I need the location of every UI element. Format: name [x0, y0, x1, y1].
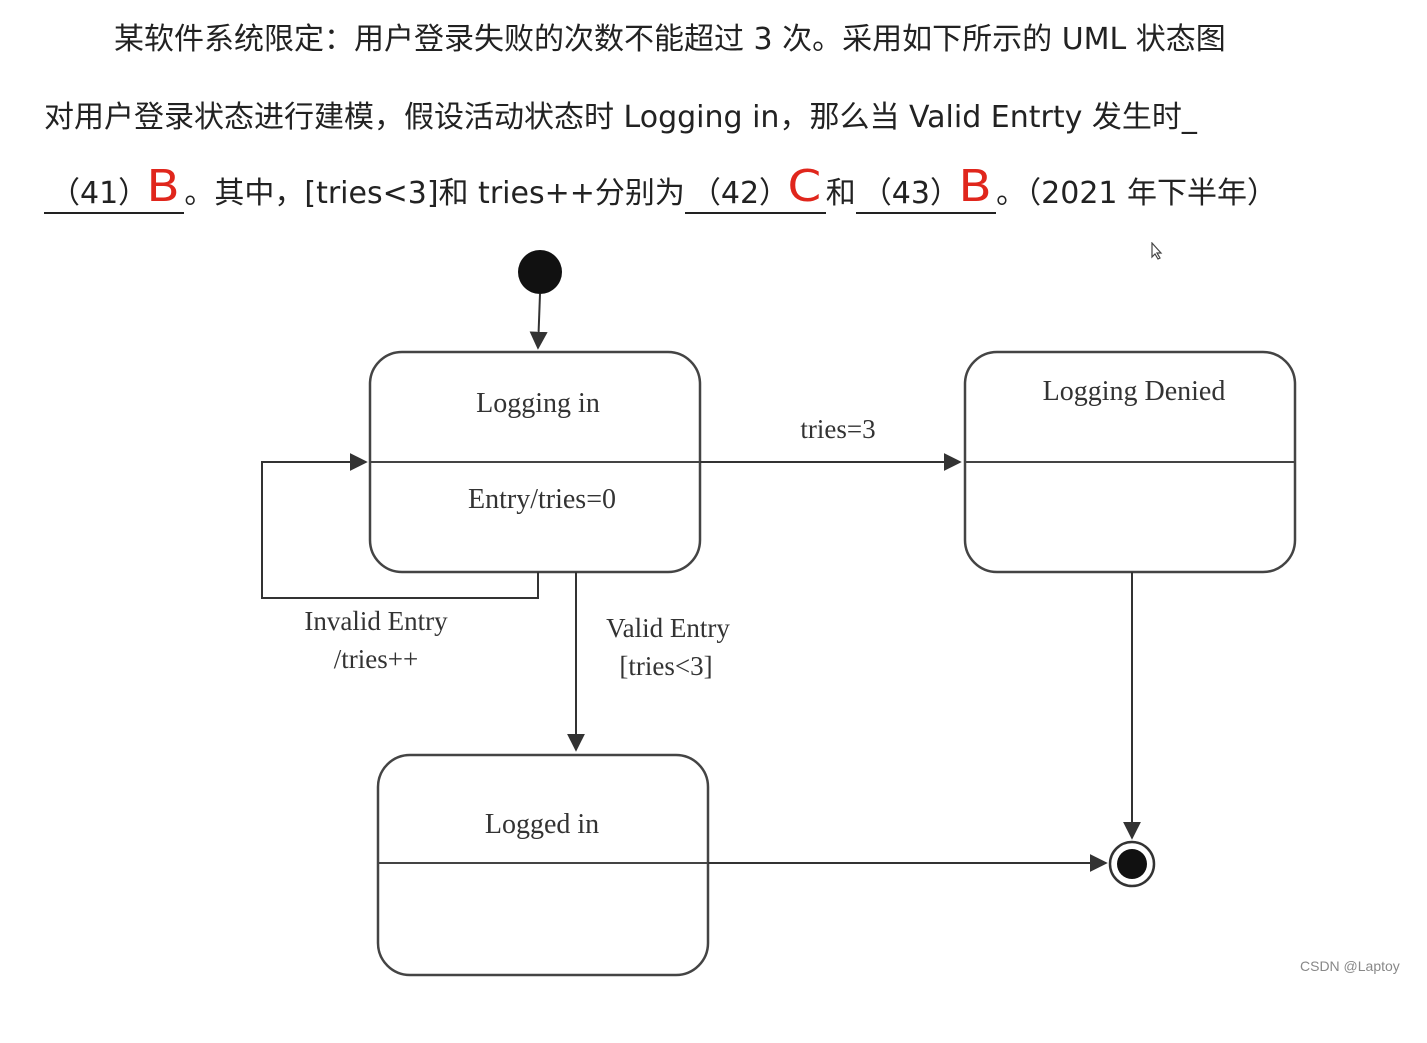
initial-transition: [529, 293, 548, 350]
state-logging-denied-label: Logging Denied: [1043, 376, 1226, 407]
question-line-3-mid: 。其中，[tries<3]和 tries++分别为: [184, 176, 685, 211]
answer-43: B: [958, 161, 992, 212]
question-tail: 。（2021 年下半年）: [996, 176, 1278, 211]
watermark: CSDN @Laptoy: [1300, 958, 1400, 974]
state-logged-in: Logged in: [376, 753, 710, 977]
transition-valid-label-2: [tries<3]: [619, 651, 712, 681]
question-line-2: 对用户登录状态进行建模，假设活动状态时 Logging in，那么当 Valid…: [44, 100, 1197, 135]
state-logging-in-internal: Entry/tries=0: [468, 484, 616, 515]
state-logging-in-label: Logging in: [476, 388, 600, 419]
blank-41-label: （41）: [50, 176, 149, 211]
answer-42: C: [787, 161, 822, 212]
transition-to-denied-label: tries=3: [800, 414, 875, 444]
initial-state: [518, 250, 562, 294]
question-line-1: 某软件系统限定：用户登录失败的次数不能超过 3 次。采用如下所示的 UML 状态…: [114, 22, 1226, 57]
transition-invalid-label-2: /tries++: [334, 644, 418, 674]
blank-41: （41）B: [44, 161, 185, 214]
question-and: 和: [825, 176, 856, 211]
state-logging-denied: Logging Denied: [963, 350, 1297, 574]
transition-invalid-label-1: Invalid Entry: [304, 606, 448, 636]
transition-valid-label-1: Valid Entry: [606, 613, 730, 643]
transition-invalid-entry: [261, 453, 539, 599]
cursor-icon: [1151, 242, 1163, 260]
state-logged-in-label: Logged in: [485, 809, 599, 840]
state-logging-in: Logging in Entry/tries=0: [368, 350, 702, 574]
blank-42: （42）C: [684, 161, 826, 214]
blank-42-label: （42）: [690, 176, 790, 211]
blank-43-label: （43）: [861, 176, 960, 211]
blank-43: （43）B: [855, 161, 997, 214]
answer-41: B: [146, 161, 180, 212]
final-state: [1108, 840, 1156, 888]
